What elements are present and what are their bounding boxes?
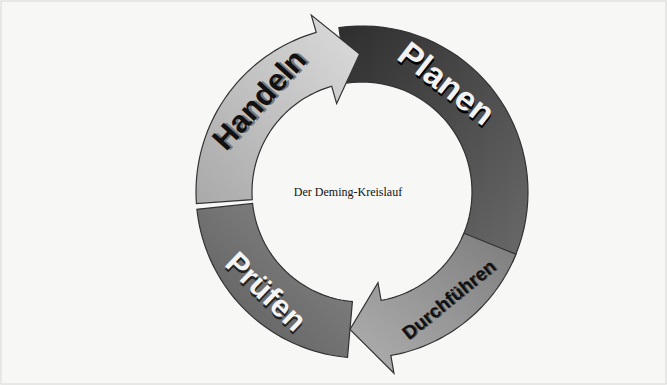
- do-label-band: Durchführen: [394, 252, 503, 347]
- step-label: Planen: [393, 36, 502, 131]
- act-label-band: Handeln: [203, 40, 316, 160]
- diagram-title: Der Deming-Kreislauf: [294, 185, 402, 200]
- check-label-band: Prüfen: [216, 242, 317, 341]
- do-band: [350, 233, 516, 373]
- step-label: Durchführen: [399, 256, 500, 343]
- check-band: [197, 203, 353, 357]
- plan-band: [339, 26, 528, 262]
- step-label: Handeln: [207, 44, 312, 156]
- plan-label-band: Planen: [388, 31, 506, 135]
- act-band: [196, 15, 360, 203]
- step-label: Prüfen: [220, 246, 312, 337]
